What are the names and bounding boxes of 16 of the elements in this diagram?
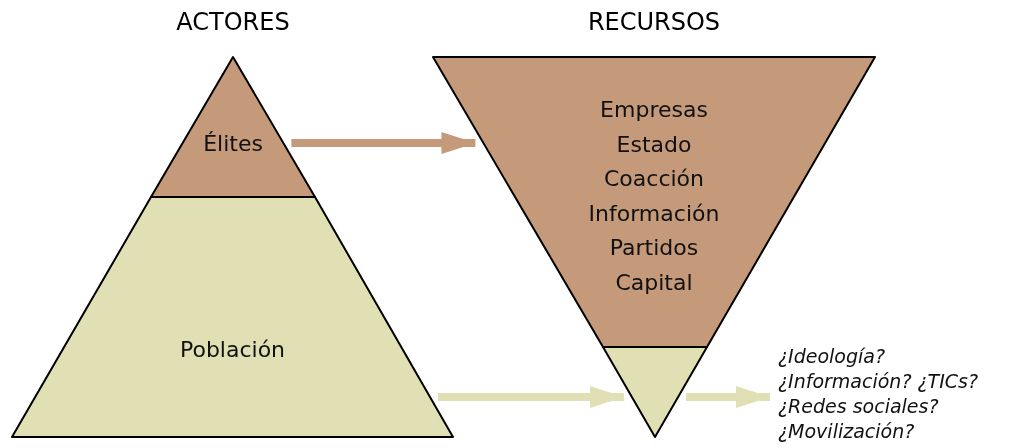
arrow bbox=[438, 386, 624, 408]
node-label: Capital bbox=[615, 268, 693, 297]
node-label: Partidos bbox=[609, 234, 699, 262]
node-label: Estado bbox=[616, 130, 692, 159]
question-text: ¿Ideología? bbox=[778, 344, 886, 369]
question-text: ¿Información? ¿TICs? bbox=[778, 369, 979, 394]
column-heading: ACTORES bbox=[176, 8, 290, 36]
column-heading: RECURSOS bbox=[587, 8, 721, 36]
question-text: ¿Redes sociales? bbox=[778, 394, 939, 419]
node-label: Coacción bbox=[604, 165, 704, 193]
node-label: Élites bbox=[203, 130, 263, 158]
node-label: Empresas bbox=[600, 96, 708, 124]
question-text: ¿Movilización? bbox=[778, 419, 915, 444]
node-label: Información bbox=[588, 199, 720, 228]
arrow bbox=[291, 132, 476, 154]
node-label: Población bbox=[179, 336, 286, 364]
